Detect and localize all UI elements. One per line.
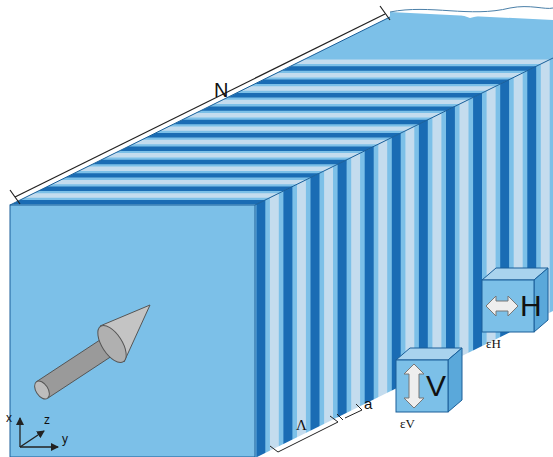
axis-label: x [6,412,12,424]
stripe [324,167,333,457]
width-dimension [337,404,362,420]
stripe [133,140,387,144]
stripe [160,126,414,130]
stripe [106,153,360,158]
stripe [228,93,482,97]
stripe [79,167,333,171]
stripe [270,193,279,457]
cube-part [404,364,424,408]
wavy-end [390,7,553,12]
polarization-letter: H [520,291,542,321]
ground [255,311,553,457]
stripe [25,193,279,198]
axis-label: y [62,433,68,445]
permittivity-label: εV [400,417,415,430]
dimension-label: a [364,396,372,411]
stripe [242,86,496,90]
stripe [256,200,265,457]
period-dimension [270,416,338,452]
stripe [38,187,292,191]
cube-part [396,360,448,412]
stripe [297,180,306,457]
stripe [11,200,265,204]
block-edges [10,17,553,205]
dimension-label: Λ [296,418,307,433]
ground [0,0,553,205]
stripe [120,147,374,151]
stripe [296,60,550,64]
stripe [93,160,347,164]
stripe [174,120,428,125]
axes [20,418,58,447]
stripe [269,73,523,77]
stripe [311,173,320,457]
length-label: N [214,80,228,100]
stripe [255,80,509,85]
cube-part [486,296,518,316]
stripe [66,173,320,177]
permittivity-label: εH [486,337,501,350]
stripe [147,133,401,137]
beam-arrow [32,305,150,402]
cube-part [448,348,462,412]
stripe [338,160,347,457]
stripe [187,113,441,117]
stripe [201,106,455,110]
polarization-cube: VεV [392,342,464,434]
dimension-ticks [10,6,390,204]
stripe [215,100,469,104]
polarization-cube: HεH [478,262,550,354]
stripe [282,66,536,70]
length-dimension [15,14,385,197]
polarization-letter: V [426,371,446,401]
axis-label: z [44,414,50,426]
stripe [283,187,292,457]
stripe [52,180,306,184]
front-face [10,205,255,457]
